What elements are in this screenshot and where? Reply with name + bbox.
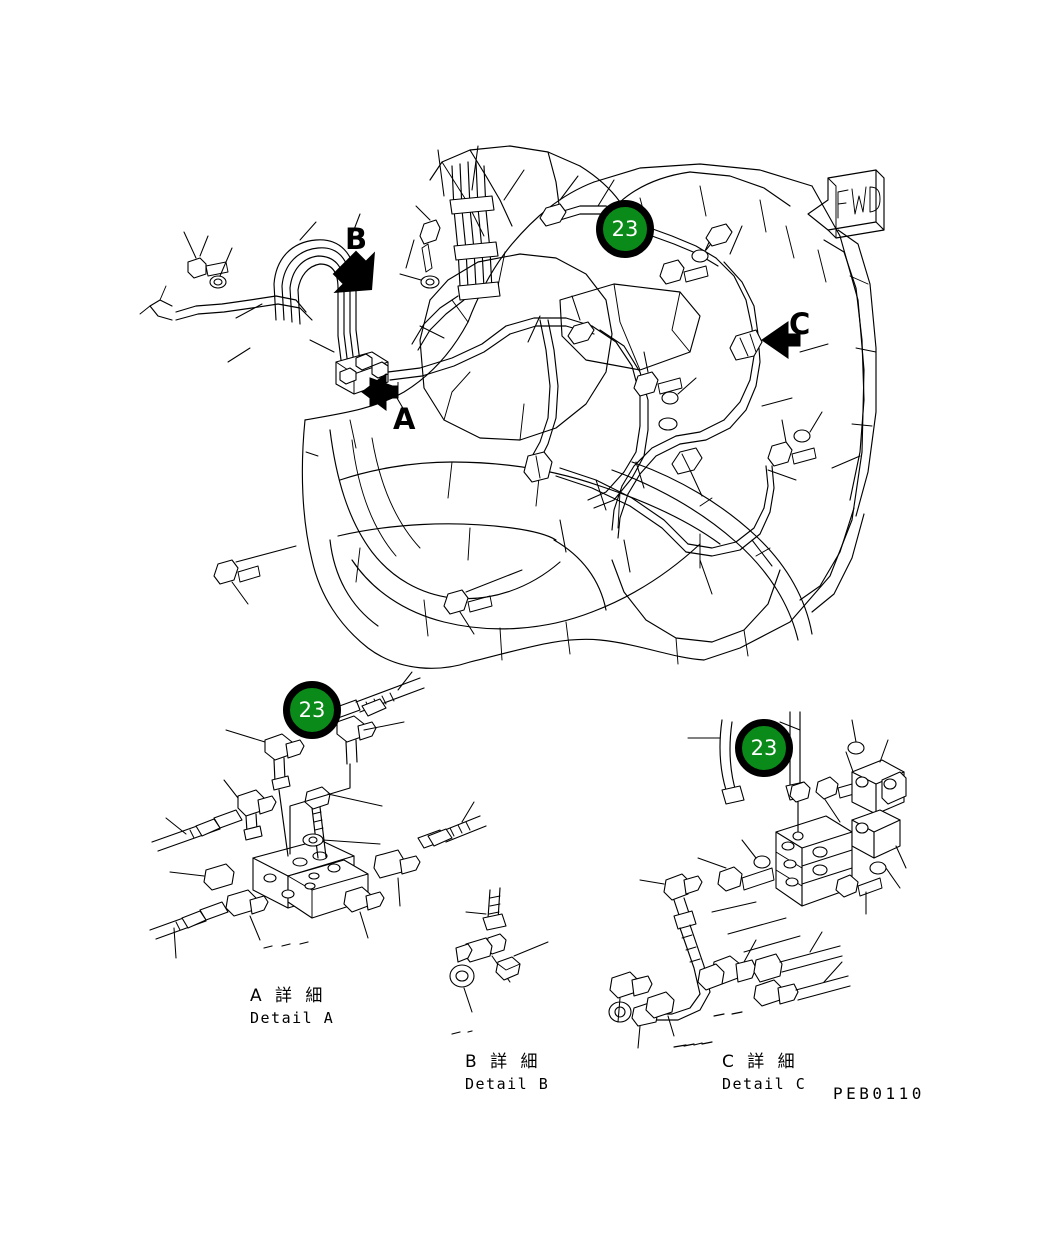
part-callout-detail-a[interactable]: 23 [283, 681, 341, 739]
section-label-a: A [393, 402, 416, 436]
part-callout-number: 23 [298, 697, 326, 722]
section-arrow-b [332, 250, 375, 293]
section-label-c: C [789, 307, 811, 341]
detail-a-caption-en: Detail A [250, 1009, 335, 1028]
section-arrow-a [361, 373, 399, 411]
drawing-number: PEB0110 [833, 1084, 925, 1103]
part-callout-detail-c[interactable]: 23 [735, 719, 793, 777]
leader-lines-main-view [183, 145, 861, 595]
detail-b-caption-jp: B 詳 細 [465, 1052, 542, 1072]
fwd-arrow-icon [807, 169, 885, 239]
detail-c-illustration [608, 711, 907, 1049]
detail-b-illustration [449, 887, 549, 1013]
detail-a-illustration [149, 671, 487, 959]
detail-a-caption-jp: A 詳 細 [250, 986, 327, 1006]
part-callout-number: 23 [750, 735, 778, 760]
part-callout-main[interactable]: 23 [596, 200, 654, 258]
fasteners-main-view [187, 203, 823, 635]
transmission-housing-outline [301, 145, 877, 669]
section-label-b: B [345, 222, 368, 256]
part-callout-number: 23 [611, 216, 639, 241]
detail-section-ticks [263, 941, 703, 1048]
detail-c-caption-en: Detail C [722, 1075, 807, 1094]
detail-b-caption-en: Detail B [465, 1075, 550, 1094]
detail-c-caption-jp: C 詳 細 [722, 1052, 799, 1072]
section-arrow-c [761, 321, 801, 359]
hydraulic-tubing-main [139, 161, 775, 557]
detail-b-caption: B 詳 細 Detail B [465, 1052, 549, 1094]
detail-a-caption: A 詳 細 Detail A [250, 986, 334, 1028]
detail-c-caption: C 詳 細 Detail C [722, 1052, 806, 1094]
